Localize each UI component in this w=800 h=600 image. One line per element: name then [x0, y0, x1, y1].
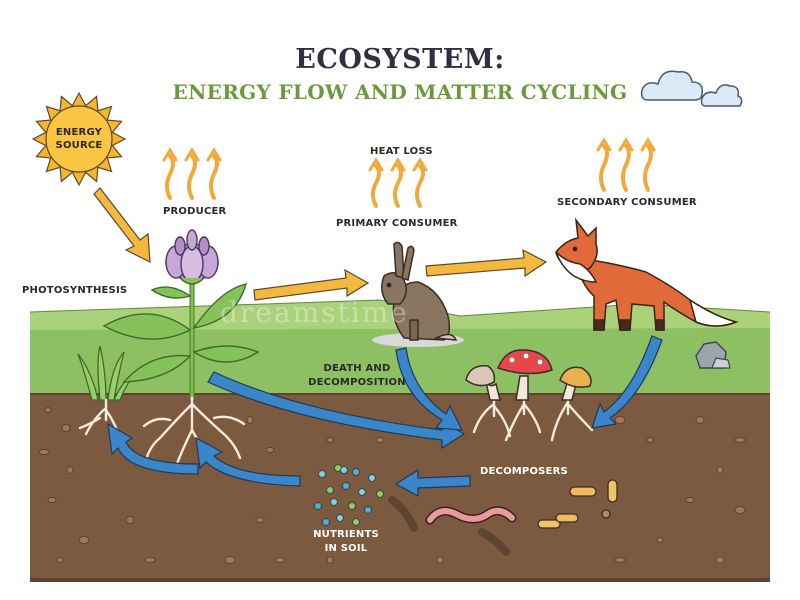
photosynthesis-label: PHOTOSYNTHESIS — [22, 285, 128, 296]
pebble — [656, 537, 664, 543]
death-decomposition-line-1: DEATH AND — [323, 363, 391, 374]
nutrient-dot — [330, 498, 338, 506]
pebble — [144, 557, 156, 563]
pebble — [614, 557, 626, 563]
nutrient-dot — [352, 468, 360, 476]
pebble — [44, 407, 52, 413]
decomposers-label: DECOMPOSERS — [480, 466, 568, 477]
energy-source-line-2: SOURCE — [55, 140, 103, 151]
heat-wave-arrowhead — [596, 137, 612, 152]
rabbit-icon — [372, 241, 464, 347]
bacteria-icon — [537, 479, 618, 529]
pebble — [716, 466, 724, 474]
heat-wave-line — [371, 164, 381, 208]
pebble — [685, 497, 695, 503]
worm-icon — [388, 496, 517, 556]
nutrients-label: NUTRIENTS IN SOIL — [306, 528, 386, 556]
fox-icon — [555, 217, 739, 331]
secondary-consumer-label: SECONDARY CONSUMER — [557, 197, 697, 208]
page-title: ECOSYSTEM: — [295, 44, 505, 75]
pebble — [47, 497, 57, 503]
nutrients-dots — [314, 464, 384, 526]
heat-wave-arrowhead — [368, 157, 384, 172]
nutrient-dot — [342, 482, 350, 490]
heat-wave-line — [187, 154, 197, 200]
pebble — [326, 437, 334, 443]
pebble — [646, 437, 654, 443]
pebble — [326, 556, 334, 564]
watermark: dreamstime — [220, 296, 409, 329]
pebble — [61, 424, 71, 432]
pebble — [734, 437, 746, 443]
pebble — [38, 449, 50, 455]
energy-source-line-1: ENERGY — [55, 127, 103, 138]
heat-wave-arrowhead — [412, 157, 428, 172]
nutrient-dot — [364, 506, 372, 514]
nutrient-dot — [318, 470, 326, 478]
heat-wave-line — [209, 154, 219, 200]
heat-wave-arrowhead — [206, 147, 222, 162]
nutrient-dot — [326, 486, 334, 494]
matter-arrows — [107, 335, 663, 498]
death-decomposition-label: DEATH AND DECOMPOSITION — [300, 362, 414, 390]
pebble — [265, 447, 275, 453]
roots — [78, 394, 594, 468]
primary-consumer-label: PRIMARY CONSUMER — [336, 218, 458, 229]
death-decomposition-line-2: DECOMPOSITION — [308, 377, 406, 388]
pebble — [246, 416, 254, 424]
pebble — [734, 506, 746, 514]
flower-icon — [102, 229, 260, 400]
cloud-icon — [640, 70, 743, 107]
pebble — [56, 557, 64, 563]
heat-wave-line — [599, 144, 609, 192]
nutrient-dot — [348, 502, 356, 510]
pebble — [78, 536, 90, 544]
pebble — [274, 557, 286, 563]
nutrients-line-1: NUTRIENTS — [313, 529, 379, 540]
pebble — [224, 556, 236, 564]
nutrient-dot — [376, 490, 384, 498]
nutrient-dot — [336, 514, 344, 522]
pebble — [436, 556, 444, 564]
heat-wave-line — [393, 164, 403, 208]
energy-source-label: ENERGY SOURCE — [48, 126, 110, 152]
nutrient-dot — [358, 488, 366, 496]
sun-icon — [31, 91, 127, 187]
pebble — [715, 556, 725, 564]
page-subtitle: ENERGY FLOW AND MATTER CYCLING — [172, 80, 628, 104]
energy-arrows — [93, 187, 548, 301]
pebble — [66, 466, 74, 474]
heat-wave-arrowhead — [162, 147, 178, 162]
pebble — [255, 517, 265, 523]
rock-icon — [695, 341, 731, 369]
heat-wave-arrowhead — [618, 137, 634, 152]
nutrient-dot — [368, 474, 376, 482]
nutrient-dot — [314, 502, 322, 510]
nutrient-dot — [340, 466, 348, 474]
heat-wave-icon — [162, 137, 656, 208]
pebble — [375, 437, 385, 443]
pebble — [695, 416, 705, 424]
heat-wave-arrowhead — [184, 147, 200, 162]
grass-tuft-icon — [77, 345, 139, 401]
heat-wave-line — [415, 164, 425, 208]
nutrient-dot — [352, 518, 360, 526]
nutrients-line-2: IN SOIL — [324, 543, 368, 554]
nutrient-dot — [322, 518, 330, 526]
heat-wave-line — [643, 144, 653, 192]
mushroom-icon — [465, 349, 592, 401]
heat-wave-line — [165, 154, 175, 200]
heat-wave-line — [621, 144, 631, 192]
heat-wave-arrowhead — [390, 157, 406, 172]
pebble — [125, 516, 135, 524]
heat-wave-arrowhead — [640, 137, 656, 152]
producer-label: PRODUCER — [163, 206, 227, 217]
heat-loss-label: HEAT LOSS — [370, 146, 433, 157]
pebble — [614, 416, 626, 424]
